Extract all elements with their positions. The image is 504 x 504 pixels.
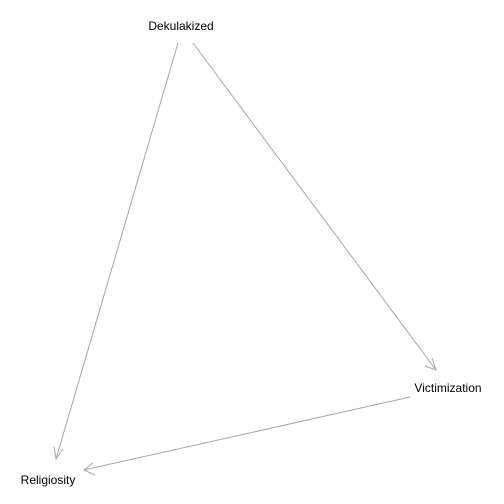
edge-dekulakized-victimization [192, 42, 437, 371]
edge-dekulakized-religiosity [53, 42, 179, 461]
node-label-religiosity: Religiosity [21, 473, 76, 487]
node-label-victimization: Victimization [414, 381, 481, 395]
edge-victimization-religiosity [83, 396, 411, 476]
node-label-dekulakized: Dekulakized [148, 19, 213, 33]
